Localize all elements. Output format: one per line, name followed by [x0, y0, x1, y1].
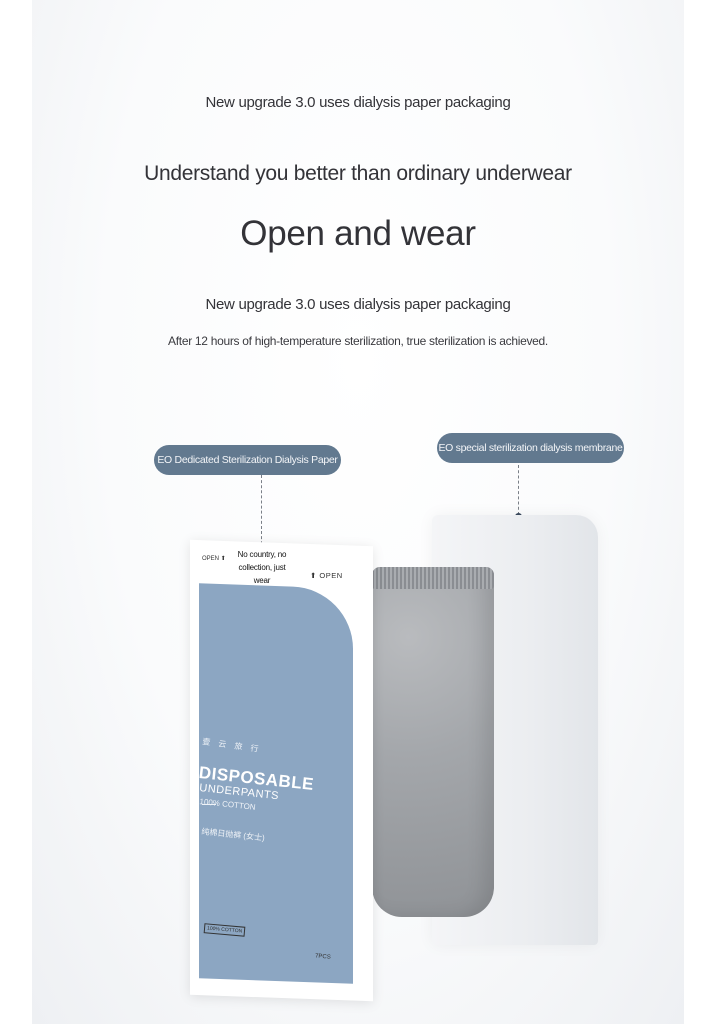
main-title: Open and wear	[240, 214, 476, 253]
intro-text: New upgrade 3.0 uses dialysis paper pack…	[205, 94, 511, 111]
package-open-label: ⬆ OPEN	[310, 571, 343, 580]
product-page: New upgrade 3.0 uses dialysis paper pack…	[32, 0, 684, 1024]
feature-text: New upgrade 3.0 uses dialysis paper pack…	[205, 296, 511, 313]
sterilization-note: After 12 hours of high-temperature steri…	[168, 334, 548, 348]
callout-text: No country, no collection, just wear	[237, 550, 287, 585]
dialysis-paper-label: EO Dedicated Sterilization Dialysis Pape…	[154, 445, 341, 475]
left-leader-line	[261, 475, 262, 585]
tagline: Understand you better than ordinary unde…	[144, 162, 572, 185]
dialysis-membrane-label: EO special sterilization dialysis membra…	[437, 433, 624, 463]
underwear-waistband	[372, 567, 494, 589]
underwear-image	[372, 567, 494, 917]
package-open-small: OPEN ⬆	[202, 556, 226, 562]
right-leader-line	[518, 465, 519, 515]
package-count: 7PCS	[314, 953, 331, 961]
package-divider	[202, 804, 216, 805]
